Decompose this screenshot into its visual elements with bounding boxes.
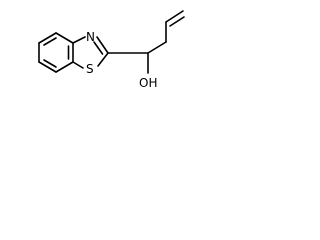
bond-c2-s [97,52,109,67]
bond-c7-c7a [55,61,74,73]
structure-canvas: N S OH [0,0,212,116]
double-bond-c4-c5-inner [43,37,57,46]
bond-carbon-vinyl [147,41,167,54]
bond-c3a-c4 [55,32,74,44]
bond-c3a-n [72,36,86,44]
nitrogen-label: N [86,30,95,44]
molecule-diagram: N S OH [38,10,185,90]
thiazole-ring [72,36,109,69]
double-bond-c6-c7-inner [43,59,57,68]
bond-c4-c5 [38,32,57,44]
bond-s-c7a [72,61,84,69]
sulfur-label: S [86,62,94,76]
bond-n-c2 [96,36,109,54]
double-bond-n-c2-inner [93,41,104,55]
hydroxyl-label: OH [139,76,157,90]
bond-c6-c7 [38,61,57,73]
bond-vinyl-ch2 [165,10,184,23]
side-chain [107,10,185,74]
double-bond-vinyl-inner [169,16,185,27]
benzene-ring [38,32,74,73]
